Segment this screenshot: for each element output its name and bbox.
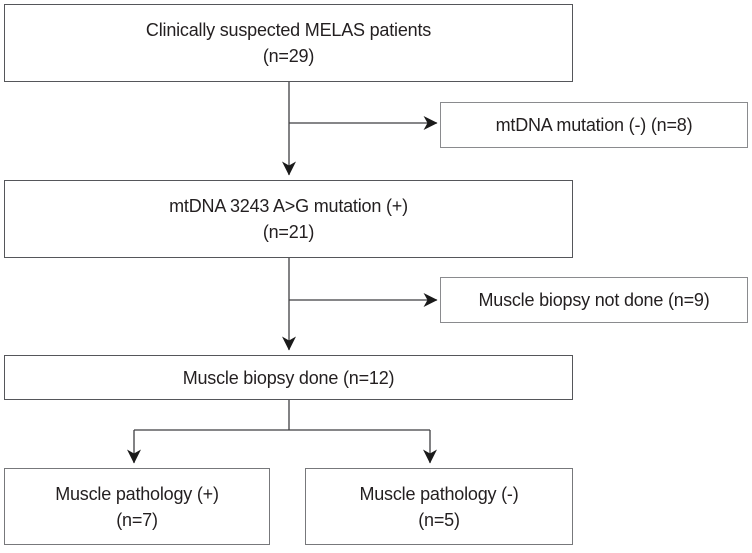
node-clinically-suspected: Clinically suspected MELAS patients (n=2… [4,4,573,82]
node-label: Muscle biopsy done (n=12) [182,367,395,388]
node-count: (n=7) [116,509,158,530]
node-muscle-biopsy-not-done: Muscle biopsy not done (n=9) [440,277,748,323]
node-label: Clinically suspected MELAS patients [145,20,432,40]
node-mtdna-mutation-negative: mtDNA mutation (-) (n=8) [440,102,748,148]
node-muscle-pathology-negative: Muscle pathology (-) (n=5) [305,468,573,545]
node-label: Muscle biopsy not done (n=9) [478,290,710,310]
node-count: (n=21) [262,222,315,242]
node-muscle-pathology-positive: Muscle pathology (+) (n=7) [4,468,270,545]
node-mtdna-3243-positive: mtDNA 3243 A>G mutation (+) (n=21) [4,180,573,258]
node-label: mtDNA mutation (-) (n=8) [495,115,693,135]
node-muscle-biopsy-done: Muscle biopsy done (n=12) [4,355,573,400]
node-count: (n=5) [418,509,460,530]
node-label: mtDNA 3243 A>G mutation (+) [169,196,408,216]
node-count: (n=29) [262,46,315,66]
node-label: Muscle pathology (-) [359,483,519,504]
node-label: Muscle pathology (+) [55,483,219,504]
